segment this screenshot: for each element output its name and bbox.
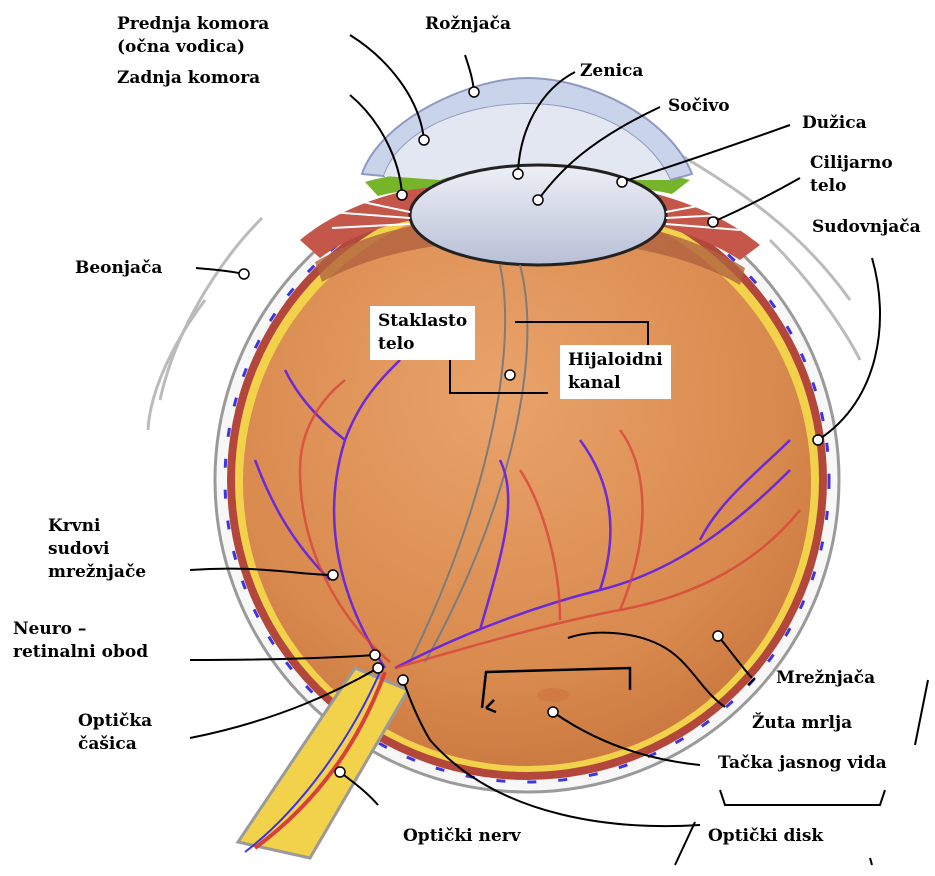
label-neuroretinal-rim: Neuro – retinalni obod bbox=[13, 618, 148, 664]
label-retina: Mrežnjača bbox=[776, 667, 875, 690]
label-macula: Žuta mrlja bbox=[752, 712, 852, 735]
label-optic-nerve: Optički nerv bbox=[403, 825, 521, 848]
label-retinal-vessels: Krvni sudovi mrežnjače bbox=[48, 515, 146, 584]
label-optic-disc: Optički disk bbox=[708, 825, 823, 848]
label-iris: Dužica bbox=[802, 112, 867, 135]
label-sclera: Beonjača bbox=[75, 257, 162, 280]
label-cornea: Rožnjača bbox=[425, 13, 511, 36]
label-lens: Sočivo bbox=[668, 95, 730, 118]
label-vitreous-body: Staklasto telo bbox=[370, 306, 475, 360]
label-posterior-chamber: Zadnja komora bbox=[117, 67, 260, 90]
label-anterior-chamber: Prednja komora (očna vodica) bbox=[117, 13, 269, 59]
label-fovea: Tačka jasnog vida bbox=[718, 752, 887, 775]
label-choroid: Sudovnjača bbox=[812, 216, 921, 239]
label-ciliary-body: Cilijarno telo bbox=[810, 152, 893, 198]
label-optic-cup: Optička čašica bbox=[78, 710, 152, 756]
macula-spot bbox=[537, 688, 569, 702]
label-pupil: Zenica bbox=[580, 60, 643, 83]
label-hyaloid-canal: Hijaloidni kanal bbox=[560, 345, 671, 399]
